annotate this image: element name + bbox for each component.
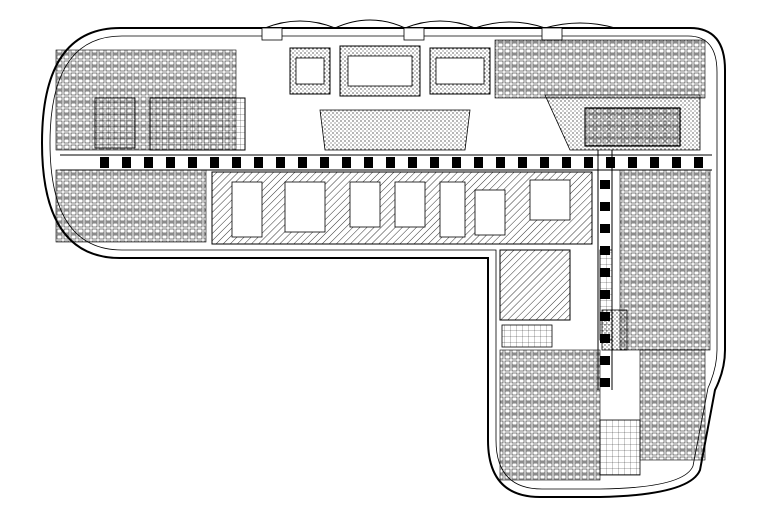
furniture-strips bbox=[94, 97, 641, 476]
column-block bbox=[650, 157, 659, 168]
column-block bbox=[408, 157, 417, 168]
column-block bbox=[606, 157, 615, 168]
column-block bbox=[496, 157, 505, 168]
column-block bbox=[562, 157, 571, 168]
column-block bbox=[430, 157, 439, 168]
meeting-rooms bbox=[149, 45, 491, 151]
column-block bbox=[188, 157, 197, 168]
column-block bbox=[672, 157, 681, 168]
column-block bbox=[474, 157, 483, 168]
column-block bbox=[232, 157, 241, 168]
column-block bbox=[600, 224, 610, 233]
column-block bbox=[122, 157, 131, 168]
column-block bbox=[518, 157, 527, 168]
column-block bbox=[694, 157, 703, 168]
column-block bbox=[320, 157, 329, 168]
column-block bbox=[298, 157, 307, 168]
column-block bbox=[584, 157, 593, 168]
building-outline bbox=[40, 27, 726, 498]
facade-bays bbox=[261, 19, 616, 41]
column-block bbox=[386, 157, 395, 168]
column-block bbox=[628, 157, 637, 168]
column-block bbox=[254, 157, 263, 168]
column-block bbox=[364, 157, 373, 168]
column-block bbox=[166, 157, 175, 168]
column-block bbox=[210, 157, 219, 168]
column-block bbox=[600, 202, 610, 211]
column-block bbox=[540, 157, 549, 168]
column-block bbox=[144, 157, 153, 168]
column-block bbox=[342, 157, 351, 168]
building-core bbox=[211, 171, 593, 348]
column-block bbox=[600, 180, 610, 189]
column-block bbox=[600, 378, 610, 387]
column-block bbox=[452, 157, 461, 168]
column-blocks bbox=[100, 157, 703, 387]
column-block bbox=[600, 356, 610, 365]
lounge-area bbox=[319, 94, 701, 151]
column-block bbox=[100, 157, 109, 168]
column-block bbox=[276, 157, 285, 168]
